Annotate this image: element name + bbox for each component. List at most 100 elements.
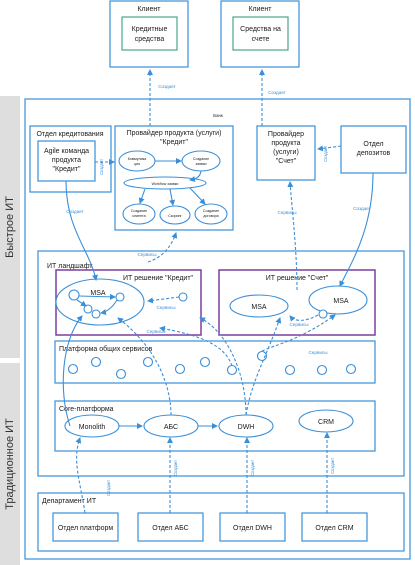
- edge-dwh-up-to-account: [245, 317, 282, 416]
- credit-services-label: Сервисы: [156, 305, 175, 310]
- credit-msa-label: MSA: [90, 290, 106, 297]
- credit-msa-node-3: [91, 309, 101, 319]
- shared-service-3: [115, 368, 127, 380]
- node-create-application-line2: заявки: [195, 162, 206, 166]
- shared-service-2: [90, 356, 102, 368]
- team-platforms-label: Отдел платформ: [58, 525, 114, 532]
- creates-label-platforms: Создает: [106, 480, 111, 496]
- edge-deposits-to-account-msa: [339, 172, 374, 287]
- edge-dwh-up-to-credit: [199, 317, 247, 416]
- edge-abs-up-to-credit-msa: [117, 317, 172, 416]
- traditional-it-label: Традиционное ИТ: [4, 418, 16, 510]
- node-create-contract-line1: Создание: [203, 209, 219, 213]
- node-create-application: [181, 150, 221, 172]
- node-create-client: [122, 203, 156, 225]
- creates-label-abs: Создает: [173, 460, 178, 476]
- edge-workflow-to-scoring: [169, 188, 176, 206]
- edge-workflow-to-client: [138, 188, 146, 204]
- client-account-inner-line1: Средства на: [240, 26, 281, 33]
- account-provider-box: [256, 125, 316, 181]
- agile-team-line1: Agile команда: [44, 148, 89, 155]
- deposits-dept-line1: Отдел: [363, 141, 383, 148]
- account-msa-left-label: MSA: [251, 304, 267, 311]
- services-label-shared-credit: Сервисы: [146, 329, 165, 334]
- core-dwh-label: DWH: [238, 424, 255, 431]
- credit-provider-title-line1: Провайдер продукта (услуги): [127, 129, 222, 137]
- it-solution-credit-title: ИТ решение "Кредит": [123, 275, 194, 282]
- node-create-application-line1: Создание: [193, 157, 209, 161]
- account-provider-line1: Провайдер: [268, 130, 304, 138]
- creates-label-deposits-msa: Создает: [353, 206, 371, 211]
- node-communication-line2: ция: [134, 162, 140, 166]
- client-credit-title: Клиент: [137, 6, 161, 13]
- fast-it-band: [0, 96, 20, 358]
- edge-services-to-credit-provider: [147, 232, 178, 263]
- bank-label: Банк: [213, 113, 223, 118]
- credit-msa-node-4: [115, 292, 125, 302]
- fast-it-label: Быстрое ИТ: [4, 196, 16, 258]
- account-msa-right-label: MSA: [333, 298, 349, 305]
- team-dwh-label: Отдел DWH: [233, 525, 272, 532]
- deposits-dept-box: [340, 125, 407, 174]
- deposits-dept-line2: депозитов: [357, 150, 391, 157]
- client-account-title: Клиент: [248, 6, 272, 13]
- traditional-it-band: [0, 363, 20, 565]
- edge-deposits-to-account-provider: [317, 145, 342, 152]
- node-create-client-line2: клиента: [132, 214, 145, 218]
- client-account-inner-line2: счете: [252, 36, 270, 43]
- edge-shared-up-to-credit: [159, 325, 233, 367]
- team-abs-label: Отдел АБС: [152, 525, 188, 532]
- credit-msa-node-2: [83, 304, 93, 314]
- edge-monolith-up-to-credit-msa: [62, 315, 83, 427]
- credit-dept-title: Отдел кредитования: [36, 131, 103, 138]
- node-workflow: [123, 176, 207, 190]
- edge-msa-1-to-4: [78, 293, 116, 300]
- client-account-inner: [232, 16, 289, 51]
- credit-provider-title-line2: "Кредит": [160, 139, 188, 146]
- core-monolith-label: Monolith: [79, 424, 106, 431]
- edge-account-services: [289, 314, 319, 322]
- node-create-contract: [194, 203, 228, 225]
- creates-label-credit-client: Создает: [158, 84, 176, 89]
- shared-service-5: [174, 363, 186, 375]
- team-crm-label: Отдел CRM: [315, 525, 353, 532]
- creates-label-account-client: Создает: [268, 90, 286, 95]
- account-msa-left: [229, 294, 289, 318]
- credit-msa-ellipse: [55, 278, 145, 326]
- creates-label-agile-msa: Создает: [66, 209, 84, 214]
- shared-service-8: [256, 350, 268, 362]
- edge-application-to-workflow: [189, 170, 202, 182]
- shared-services-label: Сервисы: [308, 350, 327, 355]
- shared-service-4: [142, 356, 154, 368]
- creates-label-agile-provider: Создает: [99, 159, 104, 175]
- shared-service-10: [316, 364, 328, 376]
- client-credit-inner-line1: Кредитные: [132, 26, 168, 33]
- creates-label-dwh: Создает: [250, 460, 255, 476]
- credit-solution-node-5: [178, 292, 188, 302]
- team-abs: [137, 512, 204, 542]
- services-label-account-provider: Сервисы: [277, 210, 296, 215]
- node-scoring: [159, 205, 191, 225]
- client-credit-inner: [121, 16, 178, 51]
- it-department-title: Департамент ИТ: [42, 498, 97, 505]
- node-communication-line1: Коммуника: [128, 157, 147, 161]
- core-abs-label: АБС: [164, 424, 178, 431]
- node-create-contract-line2: договора: [203, 214, 218, 218]
- it-solution-account-box: [218, 269, 376, 336]
- node-workflow-label: Workflow заявки: [152, 182, 179, 186]
- account-provider-line2: продукта: [271, 140, 300, 147]
- credit-msa-node-1: [68, 289, 80, 301]
- client-credit-inner-line2: средства: [135, 36, 165, 43]
- team-platforms: [52, 512, 119, 542]
- edge-platforms-team-to-monolith: [75, 437, 86, 514]
- account-provider-line3: (услуги): [273, 149, 299, 156]
- services-label-credit-provider: Сервисы: [137, 252, 156, 257]
- creates-label-crm: Создает: [330, 458, 335, 474]
- shared-service-7: [226, 364, 238, 376]
- account-msa-right: [308, 285, 368, 315]
- node-communication: [118, 150, 156, 172]
- shared-service-9: [284, 364, 296, 376]
- core-crm-label: CRM: [318, 419, 334, 426]
- it-landscape-label: ИТ ландшафт: [47, 263, 93, 270]
